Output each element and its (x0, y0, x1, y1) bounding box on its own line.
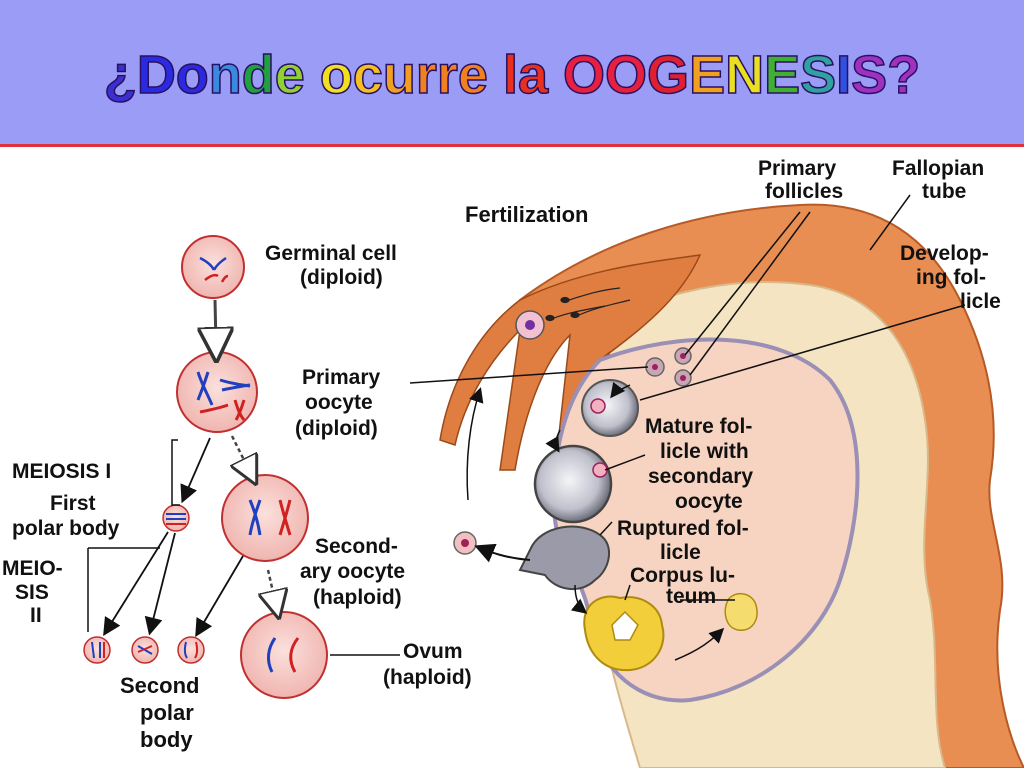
title-segment: S (799, 44, 837, 106)
meiosis-1-bracket (171, 439, 180, 506)
tube-arrow (466, 387, 484, 501)
label-primary-follicles-2: follicles (765, 180, 843, 203)
label-developing-follicle-1: Develop- (900, 242, 989, 265)
label-developing-follicle-3: licle (960, 290, 1001, 313)
polar-body-1 (83, 636, 111, 664)
leader-lines (330, 194, 966, 656)
germinal-cell (181, 235, 245, 299)
ruptured-follicle (518, 525, 610, 591)
polar-body-2 (131, 636, 159, 664)
title-segment (305, 45, 320, 105)
cycle-arrow-1 (570, 584, 588, 614)
polar-body-3 (177, 636, 205, 664)
page-title: ¿Donde ocurre la OOGENESIS? (0, 44, 1024, 106)
title-segment: I (835, 44, 852, 106)
title-segment: e (274, 44, 306, 106)
label-ruptured-follicle-1: Ruptured fol- (617, 517, 749, 540)
arrow-primary-to-secondary (232, 435, 250, 472)
arrow-primary-to-polar1 (180, 437, 211, 504)
title-segment: o (319, 44, 354, 106)
label-germinal-cell-2: (diploid) (300, 266, 383, 289)
title-segment: E (763, 44, 801, 106)
title-segment: la (502, 44, 564, 106)
label-first-polar-body-1: First (50, 492, 96, 515)
title-segment: N (724, 44, 765, 106)
label-second-polar-body-1: Second (120, 673, 199, 698)
cycle-arrow-4 (545, 429, 561, 453)
title-segment: n (208, 44, 243, 106)
title-segment: S? (850, 44, 921, 106)
arrow-secondary-to-pb3 (195, 555, 244, 638)
label-first-polar-body-2: polar body (12, 517, 120, 540)
label-mature-follicle-4: oocyte (675, 490, 743, 513)
title-segment: c (352, 44, 384, 106)
ovulation-arrow (474, 543, 531, 563)
fimbriae (439, 254, 702, 471)
released-secondary-oocyte (453, 531, 477, 555)
title-segment (488, 45, 503, 105)
title-segment: G (646, 44, 690, 106)
label-primary-oocyte-1: Primary (302, 366, 381, 389)
corpus-albicans (724, 593, 758, 631)
label-fallopian-tube-1: Fallopian (892, 157, 984, 180)
arrow-polar1-to-pb1 (103, 531, 169, 637)
fertilized-egg (515, 310, 545, 340)
title-segment: Do (136, 44, 209, 106)
arrow-secondary-to-ovum (268, 569, 276, 605)
label-ruptured-follicle-2: licle (660, 541, 701, 564)
label-second-polar-body-2: polar (140, 700, 194, 725)
cycle-arrow-3 (610, 381, 631, 399)
label-secondary-oocyte-3: (haploid) (313, 586, 402, 609)
label-second-polar-body-3: body (140, 727, 193, 752)
arrow-germinal-to-primary (215, 299, 216, 345)
primary-oocyte (176, 351, 258, 433)
title-segment: E (688, 44, 726, 106)
label-meiosis-1: MEIOSIS I (12, 460, 111, 483)
label-mature-follicle-3: secondary (648, 465, 753, 488)
label-fallopian-tube-2: tube (922, 180, 966, 203)
title-segment: ¿ (103, 44, 138, 106)
title-segment: d (241, 44, 276, 106)
label-corpus-luteum-1: Corpus lu- (630, 564, 735, 587)
label-germinal-cell-1: Germinal cell (265, 242, 397, 265)
label-corpus-luteum-2: teum (666, 585, 716, 608)
developing-follicle (581, 379, 639, 437)
label-secondary-oocyte-1: Second- (315, 535, 398, 558)
title-segment: u (382, 44, 417, 106)
sperm-cells (545, 287, 631, 322)
secondary-oocyte (221, 474, 309, 562)
cell-division-chart (83, 235, 328, 699)
anatomy-group (439, 203, 1024, 768)
oogenesis-diagram: Germinal cell (diploid) Primary oocyte (… (2, 157, 1024, 768)
label-ovum-1: Ovum (403, 640, 463, 663)
label-primary-oocyte-2: oocyte (305, 391, 373, 414)
label-mature-follicle-2: licle with (660, 440, 749, 463)
ovum (240, 611, 328, 699)
label-primary-oocyte-3: (diploid) (295, 417, 378, 440)
label-meiosis-2-3: II (30, 604, 42, 627)
corpus-luteum (583, 595, 665, 672)
cycle-arrow-2 (674, 627, 725, 661)
title-segment: rre (415, 44, 489, 106)
arrow-polar1-to-pb2 (144, 532, 176, 636)
label-fertilization: Fertilization (465, 202, 588, 227)
label-ovum-2: (haploid) (383, 666, 472, 689)
label-secondary-oocyte-2: ary oocyte (300, 560, 405, 583)
title-segment: OO (562, 44, 648, 106)
labels: Germinal cell (diploid) Primary oocyte (… (2, 157, 1001, 752)
title-banner (0, 0, 1024, 144)
label-developing-follicle-2: ing fol- (916, 266, 986, 289)
label-meiosis-2-1: MEIO- (2, 557, 63, 580)
label-primary-follicles-1: Primary (758, 157, 837, 180)
label-meiosis-2-2: SIS (15, 581, 49, 604)
banner-underline (0, 144, 1024, 147)
first-polar-body (162, 504, 190, 532)
label-mature-follicle-1: Mature fol- (645, 415, 752, 438)
mature-follicle (533, 444, 613, 524)
